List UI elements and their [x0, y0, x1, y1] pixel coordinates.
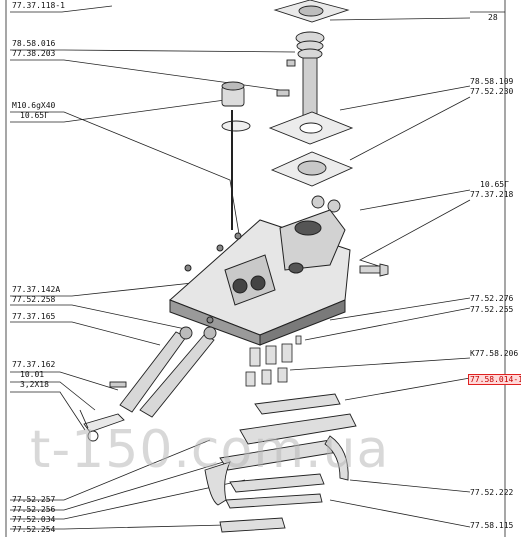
- label-77-52-034: 77.52.034: [12, 515, 56, 524]
- label-77-52-254: 77.52.254: [12, 525, 56, 534]
- label-77-58-115: 77.58.115: [470, 521, 514, 530]
- ball-parts: [311, 195, 341, 213]
- housing-part: [169, 209, 351, 346]
- label-77-37-218: 77.37.218: [470, 190, 514, 199]
- spring-part: [295, 31, 325, 121]
- label-10-01: 10.01: [20, 370, 45, 379]
- label-77-37-142a: 77.37.142A: [12, 285, 61, 294]
- label-77-52-222: 77.52.222: [470, 488, 514, 497]
- label-77-52-258: 77.52.258: [12, 295, 56, 304]
- label-77-58-014-1-highlighted[interactable]: 77.58.014-1: [468, 374, 521, 385]
- label-78-58-016: 78.58.016: [12, 39, 56, 48]
- label-10-65g-right: 10.65Г: [480, 180, 509, 189]
- label-77-37-162: 77.37.162: [12, 360, 56, 369]
- label-m10-6gx40: M10.6gX40: [12, 101, 56, 110]
- gasket-parts: [268, 111, 354, 187]
- label-77-52-255: 77.52.255: [470, 305, 514, 314]
- label-3-2x18: 3,2X18: [20, 380, 49, 389]
- detent-springs-part: [245, 335, 302, 387]
- top-cap-part: [273, 0, 350, 23]
- label-77-37-118-1: 77.37.118-1: [12, 1, 65, 10]
- label-77-52-230: 77.52.230: [470, 87, 514, 96]
- label-77-38-203: 77.38.203: [12, 49, 56, 58]
- label-77-52-257: 77.52.257: [12, 495, 56, 504]
- leader-lines-left: [10, 5, 296, 530]
- label-78-58-109: 78.58.109: [470, 77, 514, 86]
- label-28: 28: [488, 13, 498, 22]
- leader-lines-right: [289, 11, 505, 528]
- shift-rods-part: [109, 326, 217, 418]
- label-77-37-165: 77.37.165: [12, 312, 56, 321]
- label-k77-58-206: K77.58.206: [470, 349, 519, 358]
- watermark-text: t-150.com.ua: [30, 420, 390, 480]
- pin-washer-part: [79, 409, 125, 442]
- shift-forks-part: [204, 393, 357, 533]
- label-10-65g-top: 10.65Г: [20, 111, 49, 120]
- label-77-52-276: 77.52.276: [470, 294, 514, 303]
- side-bolt-part: [359, 263, 389, 277]
- label-77-52-256: 77.52.256: [12, 505, 56, 514]
- plug-part: [221, 59, 296, 230]
